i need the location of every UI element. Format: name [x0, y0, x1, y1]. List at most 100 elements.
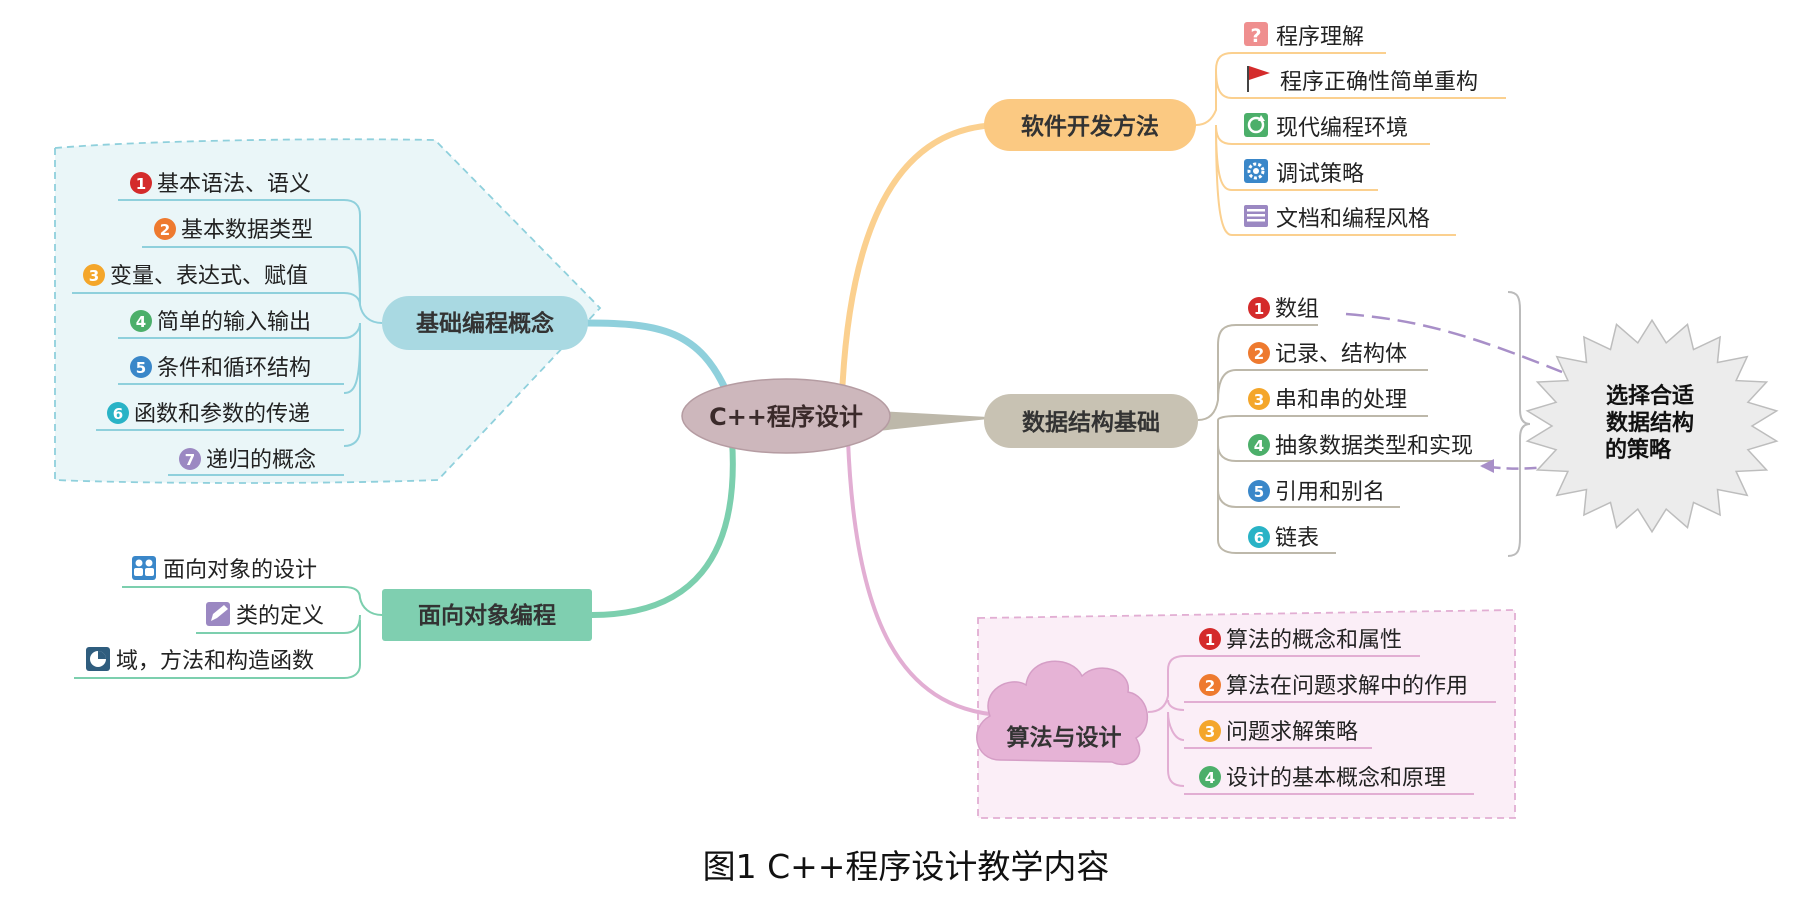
oop-fan [343, 586, 383, 679]
software-item-2: 程序正确性简单重构 [1280, 70, 1478, 95]
strategy-line-3: 的策略 [1605, 437, 1672, 463]
basics-item-4: 简单的输入输出 [157, 310, 311, 335]
data-item-1: 数组 [1275, 297, 1319, 322]
connector-software [839, 122, 1005, 398]
algo-fan [1147, 655, 1185, 787]
algo-region [977, 609, 1516, 819]
data-item-4: 抽象数据类型和实现 [1275, 434, 1473, 459]
basics-leaves: 1 2 3 4 5 6 7 基本语法、语义 基本数据类型 变量、表达式、赋值 简… [72, 172, 383, 476]
algo-leaves: 1 2 3 4 算法的概念和属性 算法在问题求解中的作用 问题求解策略 设计的基… [1147, 628, 1496, 795]
data-item-2: 记录、结构体 [1275, 342, 1407, 367]
software-title: 软件开发方法 [1021, 113, 1159, 140]
algo-node: 算法与设计 [976, 660, 1149, 766]
svg-text:6: 6 [1254, 529, 1264, 547]
data-node: 数据结构基础 [984, 394, 1198, 448]
strategy-line-1: 选择合适 [1606, 383, 1694, 409]
basics-item-7: 递归的概念 [206, 448, 316, 473]
data-fan [1197, 324, 1237, 554]
number-badge: 7 [179, 448, 201, 470]
svg-text:2: 2 [160, 221, 170, 239]
number-badge: 3 [83, 264, 105, 286]
oop-item-1: 面向对象的设计 [163, 558, 317, 583]
svg-text:2: 2 [1205, 677, 1215, 695]
basics-title: 基础编程概念 [416, 310, 554, 337]
number-badge: 1 [130, 172, 152, 194]
svg-text:4: 4 [136, 313, 146, 331]
algo-item-4: 设计的基本概念和原理 [1226, 766, 1446, 791]
number-badge: 3 [1248, 388, 1270, 410]
number-badge: 5 [1248, 480, 1270, 502]
data-leaves: 1 2 3 4 5 6 数组 记录、结构体 串和串的处理 抽象数据类型和实现 引… [1197, 291, 1573, 557]
svg-text:1: 1 [136, 175, 146, 193]
software-item-4: 调试策略 [1276, 162, 1364, 187]
basics-item-6: 函数和参数的传递 [134, 402, 310, 427]
oop-node: 面向对象编程 [382, 589, 592, 641]
number-badge: 1 [1248, 297, 1270, 319]
pencil-icon [206, 602, 230, 626]
software-fan [1195, 52, 1233, 236]
basics-item-3: 变量、表达式、赋值 [110, 264, 308, 289]
list-icon [1244, 205, 1268, 227]
data-brace [1507, 291, 1531, 557]
basics-region [54, 138, 602, 484]
algo-item-2: 算法在问题求解中的作用 [1226, 674, 1468, 699]
svg-text:5: 5 [136, 359, 146, 377]
software-item-3: 现代编程环境 [1276, 116, 1408, 141]
center-title: C++程序设计 [709, 403, 863, 431]
basics-node: 基础编程概念 [382, 296, 588, 350]
svg-text:1: 1 [1205, 631, 1215, 649]
strategy-arrow-out [1345, 312, 1563, 374]
number-badge: 4 [1199, 766, 1221, 788]
number-badge: 6 [1248, 526, 1270, 548]
svg-text:3: 3 [1205, 723, 1215, 741]
number-badge: 2 [1199, 674, 1221, 696]
connector-oop [589, 437, 736, 618]
burst-shape [1525, 318, 1779, 534]
number-badge: 2 [1248, 342, 1270, 364]
arrow-head [1480, 459, 1494, 473]
connector-data [877, 410, 989, 432]
connector-basics [582, 319, 732, 399]
center-node: C++程序设计 [681, 378, 891, 454]
svg-text:1: 1 [1254, 300, 1264, 318]
strategy-line-2: 数据结构 [1606, 410, 1694, 436]
question-icon: ? [1244, 22, 1268, 47]
number-badge: 4 [1248, 434, 1270, 456]
svg-text:4: 4 [1205, 769, 1215, 787]
basics-item-1: 基本语法、语义 [157, 172, 311, 197]
strategy-burst: 选择合适 数据结构 的策略 [1525, 318, 1779, 534]
software-node: 软件开发方法 [984, 99, 1196, 151]
number-badge: 2 [154, 218, 176, 240]
pie-icon [86, 647, 110, 671]
algo-title: 算法与设计 [1007, 724, 1122, 751]
number-badge: 5 [130, 356, 152, 378]
data-title: 数据结构基础 [1022, 409, 1160, 436]
oop-item-3: 域，方法和构造函数 [116, 649, 314, 674]
software-item-5: 文档和编程风格 [1276, 207, 1430, 232]
svg-text:?: ? [1250, 25, 1261, 47]
software-leaves: ? 程序理解 程序正确性简单重构 现代编程环境 调试策略 文档和编程风格 [1195, 22, 1506, 236]
people-icon [132, 556, 156, 580]
algo-item-3: 问题求解策略 [1226, 720, 1358, 745]
oop-leaves: 面向对象的设计 类的定义 域，方法和构造函数 [74, 556, 383, 679]
software-item-1: 程序理解 [1276, 25, 1364, 50]
data-item-6: 链表 [1275, 526, 1319, 551]
number-badge: 1 [1199, 628, 1221, 650]
figure-caption: 图1 C++程序设计教学内容 [703, 847, 1110, 886]
data-item-5: 引用和别名 [1275, 480, 1385, 505]
cloud-shape [976, 660, 1149, 766]
flag-icon [1247, 66, 1270, 92]
svg-text:2: 2 [1254, 345, 1264, 363]
number-badge: 3 [1199, 720, 1221, 742]
svg-text:6: 6 [113, 405, 123, 423]
refresh-icon [1244, 113, 1268, 137]
number-badge: 6 [107, 402, 129, 424]
svg-text:7: 7 [185, 451, 195, 469]
algo-item-1: 算法的概念和属性 [1226, 628, 1402, 653]
basics-item-2: 基本数据类型 [181, 218, 313, 243]
svg-text:3: 3 [1254, 391, 1264, 409]
svg-text:3: 3 [89, 267, 99, 285]
data-item-3: 串和串的处理 [1275, 388, 1407, 413]
